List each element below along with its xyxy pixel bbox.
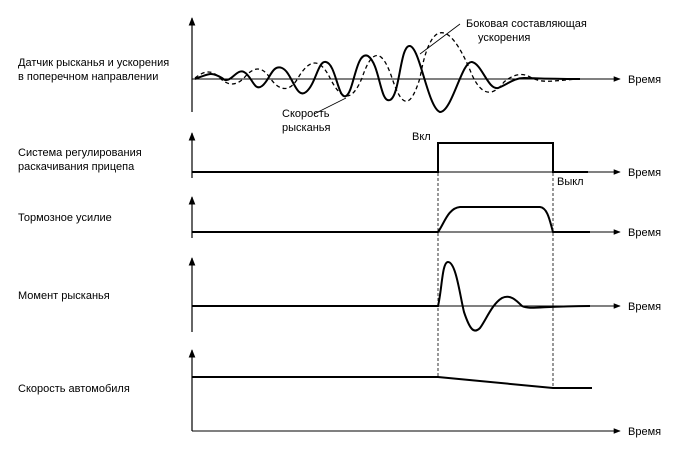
- control-off-label: Выкл: [557, 176, 584, 188]
- row-trailer-control-label-line1: Система регулирования: [18, 147, 142, 159]
- control-state-signal: [192, 142, 588, 173]
- yaw-annotation-line2: рысканья: [282, 122, 331, 134]
- yaw-moment-curve: [192, 260, 591, 332]
- control-on-label: Вкл: [412, 131, 431, 143]
- vehicle-speed-curve: [192, 376, 592, 389]
- yaw-annotation-leader: [313, 97, 347, 115]
- row-trailer-control: Система регулирования раскачивания прице…: [18, 131, 661, 188]
- row-trailer-control-label-line2: раскачивания прицепа: [18, 161, 135, 173]
- row-yaw-moment: Момент рысканья Время: [18, 257, 661, 332]
- lateral-acceleration-curve: [194, 32, 581, 102]
- yaw-annotation-line1: Скорость: [282, 108, 330, 120]
- row-yaw-moment-label: Момент рысканья: [18, 290, 110, 302]
- row-vehicle-speed: Скорость автомобиля Время: [18, 349, 661, 438]
- row-vehicle-speed-label: Скорость автомобиля: [18, 383, 130, 395]
- row-sensor-axis-label: Время: [628, 74, 661, 86]
- row-vehicle-speed-axis-label: Время: [628, 426, 661, 438]
- row-brake-force: Тормозное усилие Время: [18, 196, 661, 239]
- lateral-annotation-line1: Боковая составляющая: [466, 18, 587, 30]
- row-yaw-moment-axis-label: Время: [628, 301, 661, 313]
- lateral-annotation-line2: ускорения: [478, 32, 530, 44]
- row-sensor: Датчик рысканья и ускорения в поперечном…: [18, 17, 661, 134]
- lateral-annotation-leader: [419, 23, 461, 55]
- brake-force-curve: [192, 206, 590, 233]
- row-brake-force-axis-label: Время: [628, 227, 661, 239]
- row-brake-force-label: Тормозное усилие: [18, 212, 112, 224]
- yaw-rate-curve: [194, 45, 581, 114]
- row-sensor-label-line1: Датчик рысканья и ускорения: [18, 57, 169, 69]
- row-trailer-control-axis-label: Время: [628, 167, 661, 179]
- row-sensor-label-line2: в поперечном направлении: [18, 71, 158, 83]
